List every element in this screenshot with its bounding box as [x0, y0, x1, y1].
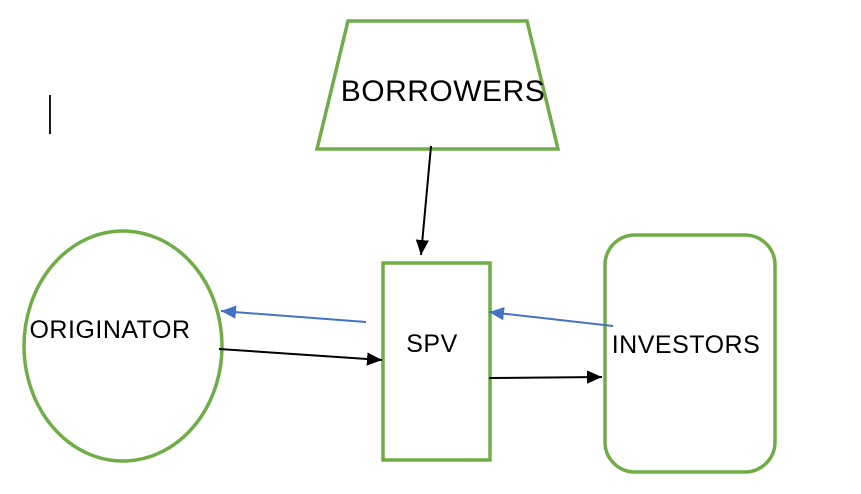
- node-originator[interactable]: ORIGINATOR: [22, 229, 224, 463]
- investors-rounded-rectangle-shape[interactable]: [603, 233, 777, 474]
- node-borrowers-label: BORROWERS: [341, 75, 546, 108]
- node-investors[interactable]: INVESTORS: [603, 233, 777, 474]
- edge-spv-to-originator[interactable]: [220, 305, 367, 323]
- originator-ellipse-shape[interactable]: [22, 229, 224, 463]
- node-borrowers[interactable]: BORROWERS: [314, 19, 561, 151]
- edge-investors-to-spv[interactable]: [488, 307, 614, 327]
- node-originator-label: ORIGINATOR: [29, 316, 190, 344]
- node-spv[interactable]: SPV: [381, 261, 492, 462]
- edge-spv-to-investors[interactable]: [488, 370, 603, 384]
- edge-borrowers-to-spv[interactable]: [415, 145, 432, 256]
- node-spv-label: SPV: [406, 330, 458, 358]
- node-investors-label: INVESTORS: [612, 331, 761, 359]
- spv-rectangle-shape[interactable]: [381, 261, 492, 462]
- borrowers-trapezoid-shape[interactable]: [314, 19, 561, 151]
- edge-originator-to-spv[interactable]: [218, 348, 383, 366]
